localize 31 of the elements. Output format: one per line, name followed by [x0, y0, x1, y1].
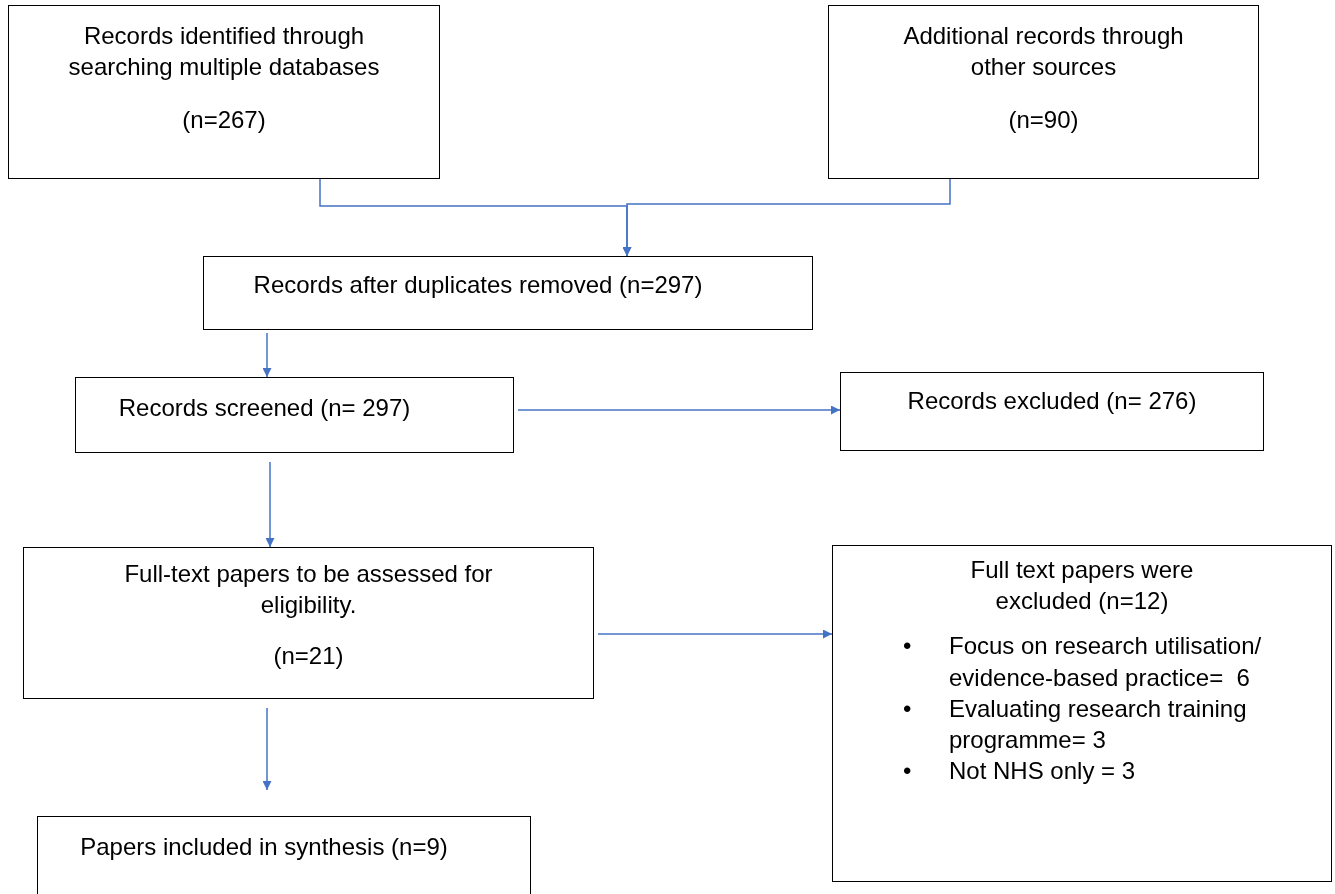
- process-box: [832, 545, 1332, 882]
- box-text: (n=90): [1007, 105, 1080, 136]
- bullet-marker: •: [903, 693, 912, 724]
- box-heading: Full text papers were excluded (n=12): [969, 555, 1195, 617]
- box-text: Records screened (n= 297): [118, 393, 411, 423]
- arrow: [597, 629, 833, 639]
- arrow: [517, 405, 841, 415]
- bullet-marker: •: [903, 631, 912, 662]
- process-box: [37, 816, 531, 894]
- box-text: (n=267): [181, 105, 267, 136]
- process-box: [840, 372, 1264, 451]
- arrow: [265, 461, 275, 548]
- bullet-marker: •: [903, 756, 912, 787]
- process-box: [75, 377, 514, 453]
- process-box: [203, 256, 813, 330]
- box-text: Records identified through searching multiple databases: [67, 21, 381, 83]
- process-box: [8, 5, 440, 179]
- box-text: Additional records through other sources: [902, 21, 1185, 83]
- box-text: (n=21): [272, 641, 345, 672]
- box-text: Records excluded (n= 276): [907, 386, 1197, 416]
- process-box: [23, 547, 594, 699]
- bullet-item: Focus on research utilisation/ evidence-based practice= 6: [949, 631, 1263, 693]
- bullet-item: Not NHS only = 3: [949, 756, 1137, 787]
- box-text: Full-text papers to be assessed for eligibility.: [123, 559, 494, 621]
- process-box: [828, 5, 1259, 179]
- box-text: Papers included in synthesis (n=9): [80, 832, 448, 862]
- box-text: Records after duplicates removed (n=297): [253, 270, 703, 300]
- arrow: [622, 178, 951, 257]
- bullet-item: Evaluating research training programme= 3: [949, 693, 1248, 755]
- arrow: [262, 707, 272, 791]
- arrow: [262, 332, 272, 378]
